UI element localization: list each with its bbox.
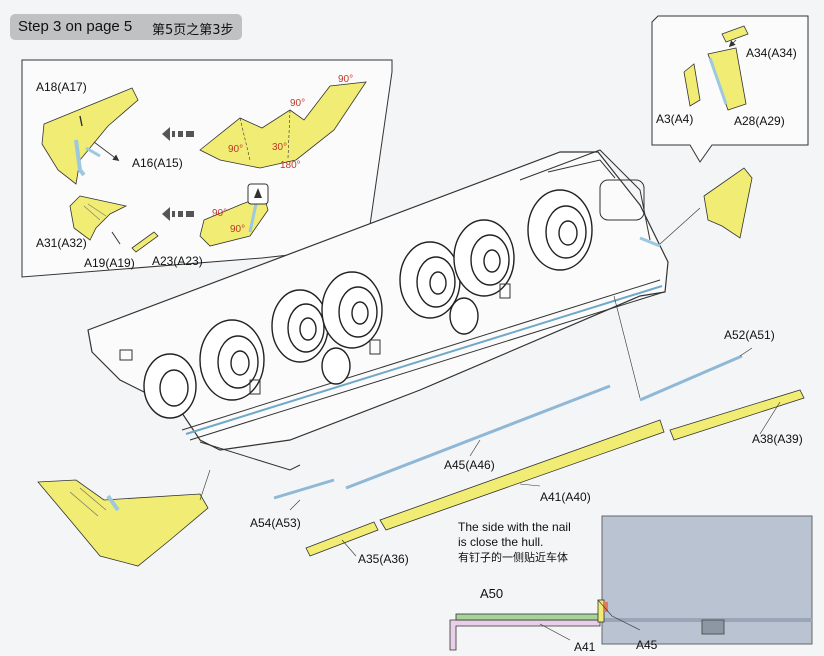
strip-a45: [345, 384, 611, 490]
step-title-zh: 第5页之第3步: [152, 23, 234, 38]
part-a3: [683, 63, 701, 107]
part-a28-assembly: [703, 167, 753, 239]
label-a38: A38(A39): [752, 432, 803, 446]
assembly-note: The side with the nail is close the hull…: [458, 520, 571, 565]
angle-mark: 90°: [290, 98, 306, 109]
label-a3: A3(A4): [656, 112, 694, 126]
strip-a54: [273, 478, 335, 500]
label-a35: A35(A36): [358, 552, 409, 566]
angle-mark: 90°: [228, 144, 244, 155]
strip-a41: [379, 419, 665, 531]
label-a54: A54(A53): [250, 516, 301, 530]
step-header: Step 3 on page 5 第5页之第3步: [10, 14, 242, 40]
part-front-glacis: [37, 479, 209, 567]
label-a31: A31(A32): [36, 236, 87, 250]
part-folded-lower: [199, 195, 269, 247]
nail-icon: [247, 183, 269, 205]
step-title-en: Step 3 on page 5: [18, 18, 133, 35]
label-a18: A18(A17): [36, 80, 87, 94]
strip-a52: [639, 354, 743, 402]
hull-detail-stub: [701, 619, 725, 635]
note-line-3: 有钉子的一侧贴近车体: [458, 551, 568, 564]
label-a50: A50: [480, 586, 504, 601]
leader-lines: [199, 295, 781, 557]
label-a41-a40: A41(A40): [540, 490, 591, 504]
label-a23: A23(A23): [152, 254, 203, 268]
label-a52: A52(A51): [724, 328, 775, 342]
label-a19: A19(A19): [84, 256, 135, 270]
angle-mark: 90°: [212, 208, 228, 219]
label-a28: A28(A29): [734, 114, 785, 128]
suspension-details: [119, 159, 645, 395]
angle-mark: 90°: [230, 224, 246, 235]
label-a34: A34(A34): [746, 46, 797, 60]
label-a45-a46: A45(A46): [444, 458, 495, 472]
note-line-2: is close the hull.: [458, 535, 544, 549]
label-a45: A45: [636, 638, 658, 652]
road-wheels: [143, 189, 593, 419]
label-a16: A16(A15): [132, 156, 183, 170]
part-a23: [131, 231, 159, 253]
note-line-1: The side with the nail: [458, 520, 571, 534]
strip-a35: [305, 521, 379, 557]
angle-mark: 180°: [280, 160, 301, 171]
angle-mark: 30°: [272, 142, 288, 153]
dashed-arrow-icon: [162, 127, 194, 221]
label-a41: A41: [574, 640, 596, 654]
detail-a50: [455, 613, 601, 621]
strip-a38: [669, 389, 805, 441]
part-folded-upper: [199, 81, 367, 169]
angle-mark: 90°: [338, 74, 354, 85]
part-a34: [721, 25, 749, 43]
